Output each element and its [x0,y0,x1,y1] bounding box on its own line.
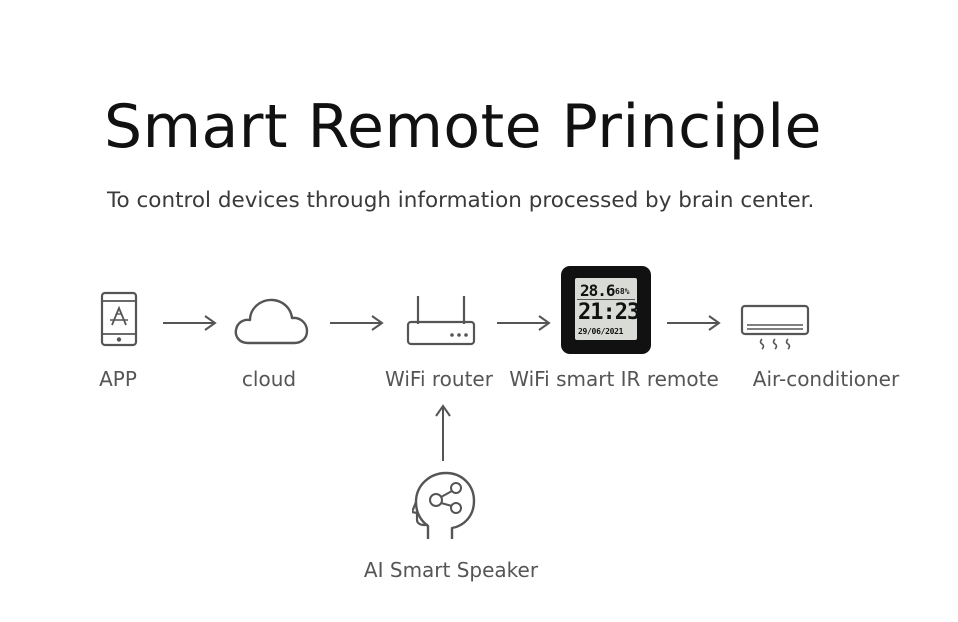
air-conditioner-icon [740,304,810,350]
page-subtitle: To control devices through information p… [107,188,815,213]
arrow-right-icon [330,315,384,331]
app-label: APP [99,367,137,391]
arrow-up-icon [435,404,451,461]
date-readout: 29/06/2021 [578,327,624,336]
ir-remote-device: 28.6 68% 21:23 29/06/2021 [561,266,651,354]
smartphone-icon [100,291,138,347]
ac-label: Air-conditioner [752,367,900,391]
time-readout: 21:23 [578,300,640,325]
page-title: Smart Remote Principle [104,92,822,162]
cloud-label: cloud [241,367,297,391]
ai-head-icon [412,471,476,539]
temperature-readout: 28.6 [580,281,616,300]
speaker-label: AI Smart Speaker [363,558,539,582]
cloud-icon [234,298,309,345]
humidity-readout: 68% [615,287,630,296]
arrow-right-icon [497,315,551,331]
remote-label: WiFi smart IR remote [509,367,719,391]
arrow-right-icon [667,315,721,331]
lcd-screen: 28.6 68% 21:23 29/06/2021 [575,278,640,340]
router-icon [406,296,476,346]
router-label: WiFi router [385,367,493,391]
arrow-right-icon [163,315,217,331]
lcd-divider [577,299,635,300]
